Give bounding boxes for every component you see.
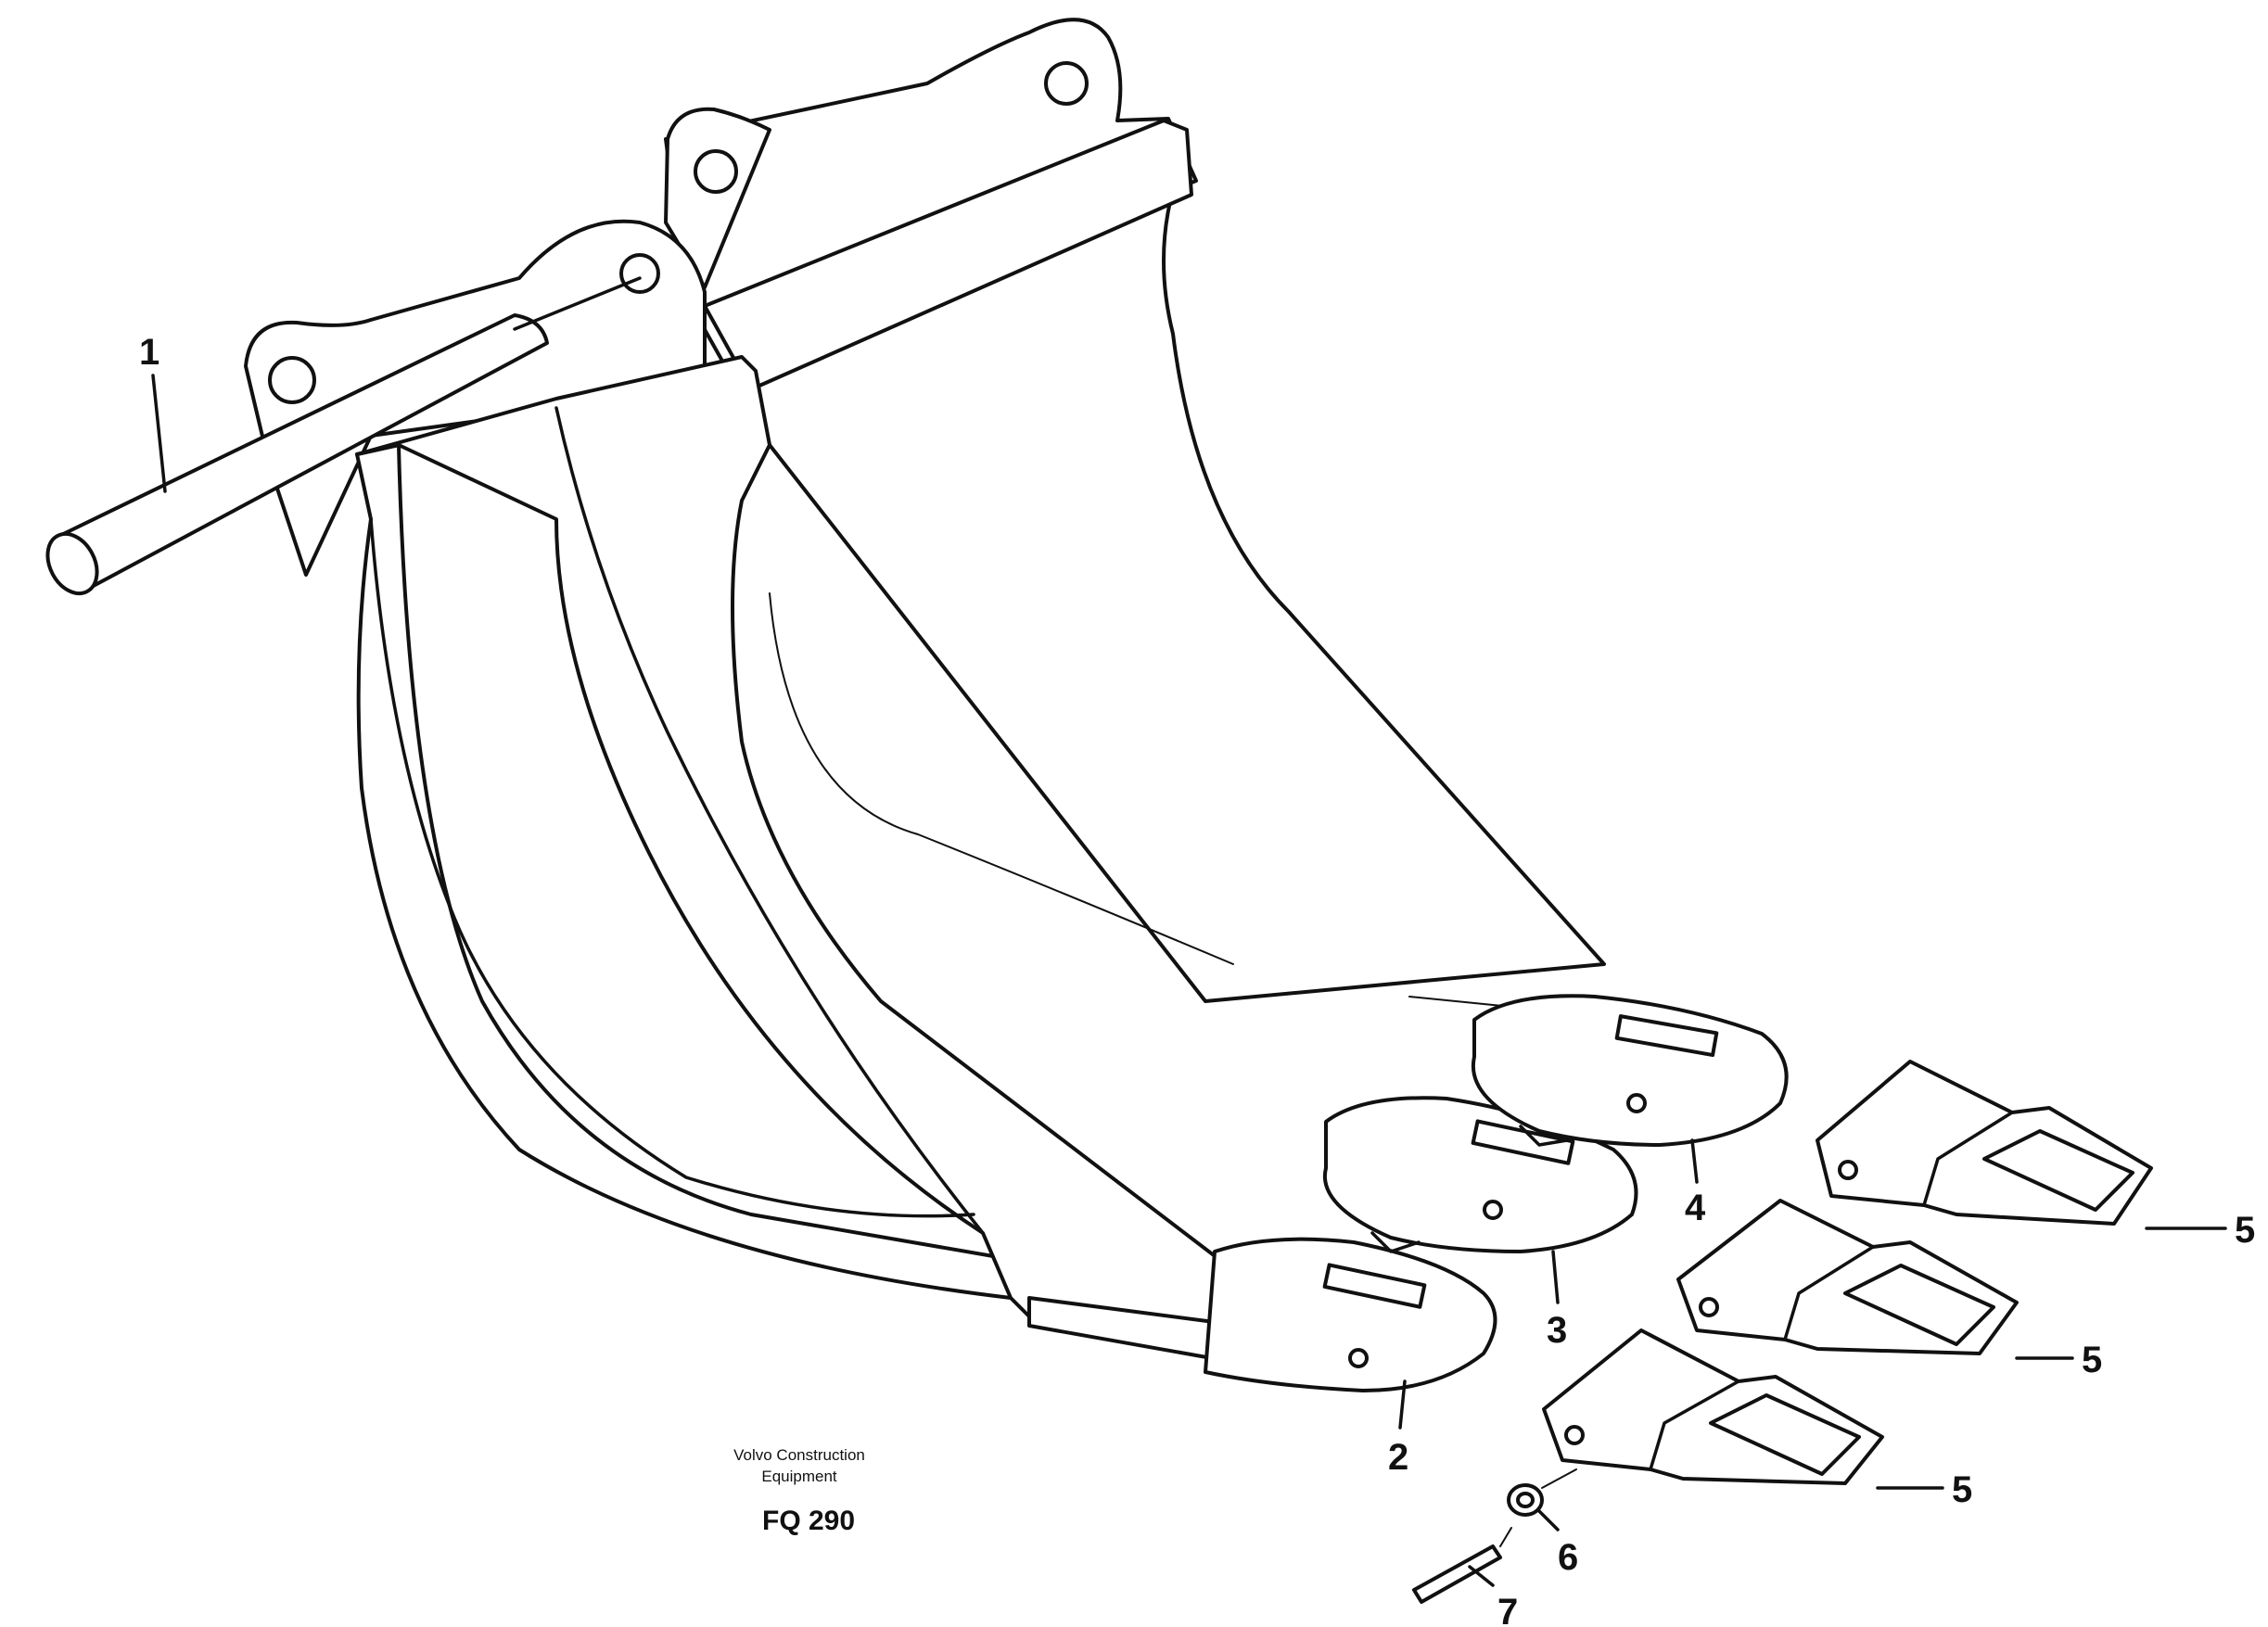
washer-inner (1516, 1492, 1535, 1508)
rear-lug-hole (1044, 61, 1089, 106)
second-lug (664, 107, 771, 289)
leader-6 (1537, 1509, 1560, 1532)
credit-block: Volvo Construction Equipment FQ 290 (733, 1446, 865, 1536)
tip-middle-hole (1699, 1297, 1719, 1317)
callouts: 1 2 3 4 5 5 5 6 7 (139, 332, 2255, 1627)
retaining-pin-body (1412, 1544, 1502, 1604)
tip-middle-ridge (1783, 1245, 1875, 1341)
bucket-body (244, 18, 1606, 1369)
callout-5-middle: 5 (2082, 1340, 2102, 1380)
tip-middle-recess (1843, 1264, 1995, 1346)
leader-1 (151, 374, 167, 493)
lip-line (1408, 996, 1503, 1007)
callout-1: 1 (139, 332, 159, 373)
second-lug-hole (694, 149, 738, 194)
leader-4 (1690, 1138, 1699, 1184)
credit-line-2: Equipment (761, 1468, 837, 1485)
pin-centre-line (513, 276, 642, 331)
tip-top-ridge (1922, 1111, 2014, 1207)
callout-6: 6 (1558, 1537, 1578, 1578)
tooth-tip-bottom (1542, 1328, 1884, 1485)
washer-axis (1541, 1468, 1577, 1489)
pin-end-face (45, 531, 99, 596)
shroud-crease (554, 406, 985, 1235)
callout-7: 7 (1497, 1592, 1518, 1627)
pin-body (54, 313, 549, 591)
bowl-curve (769, 592, 1234, 965)
adapter-2-body (1204, 1237, 1497, 1392)
leader-3 (1551, 1250, 1560, 1304)
callout-3: 3 (1547, 1310, 1567, 1351)
washer (1507, 1468, 1577, 1517)
adapter-3-hole (1483, 1200, 1503, 1220)
callout-5-top: 5 (2235, 1210, 2255, 1251)
tip-bottom-recess (1709, 1393, 1861, 1476)
tooth-adapter-2 (1204, 1237, 1497, 1392)
front-lug (244, 219, 707, 577)
tip-bottom-hole (1564, 1425, 1585, 1445)
figure-code: FQ 290 (762, 1506, 855, 1536)
leader-7 (1468, 1565, 1495, 1587)
adapter-4-hole (1626, 1093, 1647, 1113)
adapter-2-slot (1322, 1263, 1427, 1309)
adapter-2-hole (1348, 1348, 1369, 1368)
callout-2: 2 (1388, 1437, 1408, 1478)
tooth-tip-top (1816, 1060, 2153, 1226)
leader-lines (151, 374, 2227, 1587)
tip-top-recess (1982, 1129, 2134, 1212)
tooth-tip-middle (1676, 1199, 2019, 1355)
tooth-adapter-4 (1471, 994, 1789, 1147)
tip-top-hole (1838, 1160, 1858, 1180)
adapter-4-shank (1519, 1125, 1569, 1147)
pin-shaft (45, 276, 642, 596)
shell-inner-edge (369, 517, 975, 1218)
leader-2 (1398, 1379, 1407, 1430)
retaining-pin-axis (1499, 1527, 1512, 1547)
adapter-3-shank (1370, 1231, 1421, 1253)
callout-5-bottom: 5 (1952, 1469, 1972, 1510)
credit-line-1: Volvo Construction (733, 1446, 865, 1464)
front-lug-hole-left (268, 356, 316, 404)
callout-4: 4 (1685, 1188, 1706, 1228)
adapter-4-slot (1614, 1014, 1719, 1058)
tip-bottom-ridge (1649, 1379, 1740, 1471)
retaining-pin (1412, 1527, 1512, 1604)
front-lug-hole-right (619, 253, 660, 294)
